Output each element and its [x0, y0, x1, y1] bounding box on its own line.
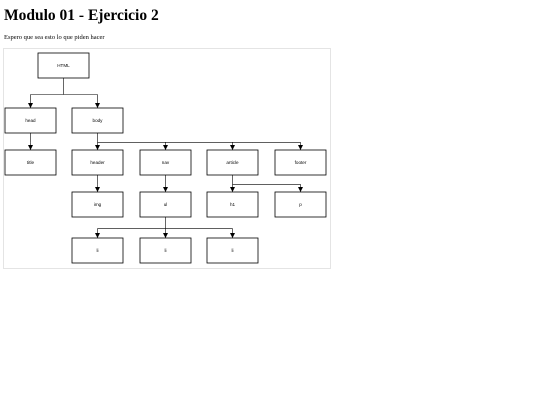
node-box-title — [4, 149, 57, 176]
html-structure-diagram: HTML head body title header nav article footer i… — [4, 52, 327, 264]
node-box-h1 — [206, 191, 259, 218]
page-subtitle: Espero que sea esto lo que piden hacer — [4, 34, 105, 41]
node-label-footer: footer — [295, 160, 307, 165]
node-label-header: header — [90, 160, 105, 165]
node-label-body: body — [93, 118, 104, 123]
node-body: body — [71, 107, 124, 134]
node-box-head — [4, 107, 57, 134]
node-box-img — [71, 191, 124, 218]
node-label-li3: li — [231, 248, 233, 253]
node-header: header — [71, 149, 124, 176]
node-label-li2: li — [164, 248, 166, 253]
node-li2: li — [139, 237, 192, 264]
node-box-article — [206, 149, 259, 176]
node-img: img — [71, 191, 124, 218]
node-label-article: article — [226, 160, 239, 165]
node-box-nav — [139, 149, 192, 176]
diagram-frame: HTML head body title header nav article footer i… — [3, 48, 331, 269]
node-label-head: head — [25, 118, 36, 123]
node-box-li1 — [71, 237, 124, 264]
node-box-p — [274, 191, 327, 218]
node-label-li1: li — [96, 248, 98, 253]
node-li1: li — [71, 237, 124, 264]
node-box-li3 — [206, 237, 259, 264]
node-box-header — [71, 149, 124, 176]
node-box-html — [37, 52, 90, 79]
node-box-ul — [139, 191, 192, 218]
node-h1: h1 — [206, 191, 259, 218]
node-label-nav: nav — [162, 160, 170, 165]
node-p: p — [274, 191, 327, 218]
node-label-ul: ul — [164, 202, 168, 207]
node-label-h1: h1 — [230, 202, 236, 207]
node-article: article — [206, 149, 259, 176]
node-head: head — [4, 107, 57, 134]
node-box-body — [71, 107, 124, 134]
node-nav: nav — [139, 149, 192, 176]
node-li3: li — [206, 237, 259, 264]
node-title: title — [4, 149, 57, 176]
node-box-footer — [274, 149, 327, 176]
node-ul: ul — [139, 191, 192, 218]
node-label-p: p — [299, 202, 302, 207]
node-label-html: HTML — [57, 63, 70, 68]
page-title: Modulo 01 - Ejercicio 2 — [4, 7, 159, 24]
node-html: HTML — [37, 52, 90, 79]
node-label-img: img — [94, 202, 102, 207]
node-footer: footer — [274, 149, 327, 176]
node-box-li2 — [139, 237, 192, 264]
node-label-title: title — [27, 160, 35, 165]
